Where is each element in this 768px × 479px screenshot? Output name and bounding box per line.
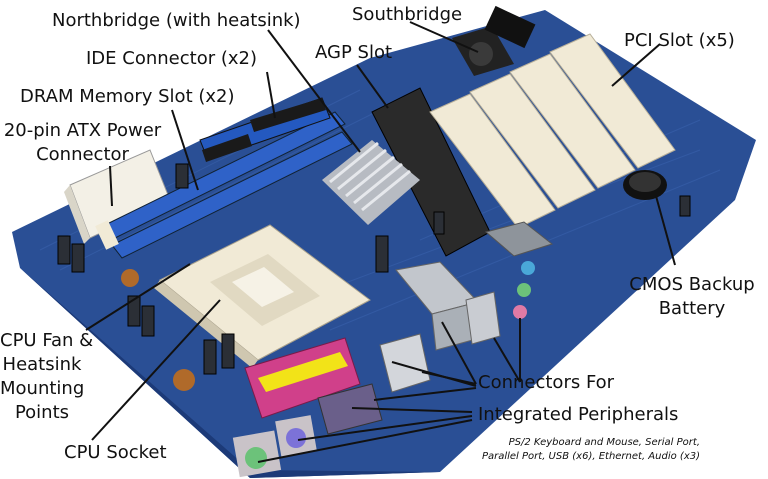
label-agp-slot: AGP Slot [315,42,393,63]
label-cpu-socket: CPU Socket [64,442,167,463]
cmos-battery [623,170,667,200]
label-southbridge: Southbridge [352,4,463,25]
leader-lines [85,21,676,463]
label-pci-slot: PCI Slot (x5) [624,30,735,51]
northbridge-heatsink [322,140,420,225]
inductor-coils [121,269,195,391]
label-atx-power-line2: Connector [36,144,129,165]
label-cmos-line1: CMOS Backup [629,274,755,295]
parallel-port [244,337,361,419]
label-cpu-fan-line2: Heatsink [2,354,82,375]
label-dram-slot: DRAM Memory Slot (x2) [20,86,235,107]
pci-slots [429,33,676,229]
dram-slots [95,111,353,259]
capacitors [57,163,691,375]
southbridge-chip [452,26,514,76]
label-cmos-line2: Battery [658,298,726,319]
ps2-ports [232,415,317,478]
serial-port [317,383,383,435]
label-ide-connector: IDE Connector (x2) [86,48,257,69]
detail-line2: Parallel Port, USB (x6), Ethernet, Audio… [481,451,700,462]
label-cpu-fan-line1: CPU Fan & [0,330,94,351]
label-cpu-fan-line4: Points [14,402,70,423]
detail-line1: PS/2 Keyboard and Mouse, Serial Port, [508,437,700,448]
top-header [484,5,536,49]
label-northbridge: Northbridge (with heatsink) [52,10,301,31]
label-connectors-line1: Connectors For [478,372,615,393]
label-atx-power-line1: 20-pin ATX Power [3,120,162,141]
ide-connectors [199,97,331,162]
label-cpu-fan-line3: Mounting [0,378,85,399]
label-connectors-line2: Integrated Peripherals [478,404,679,425]
rear-io-connectors [379,221,554,393]
